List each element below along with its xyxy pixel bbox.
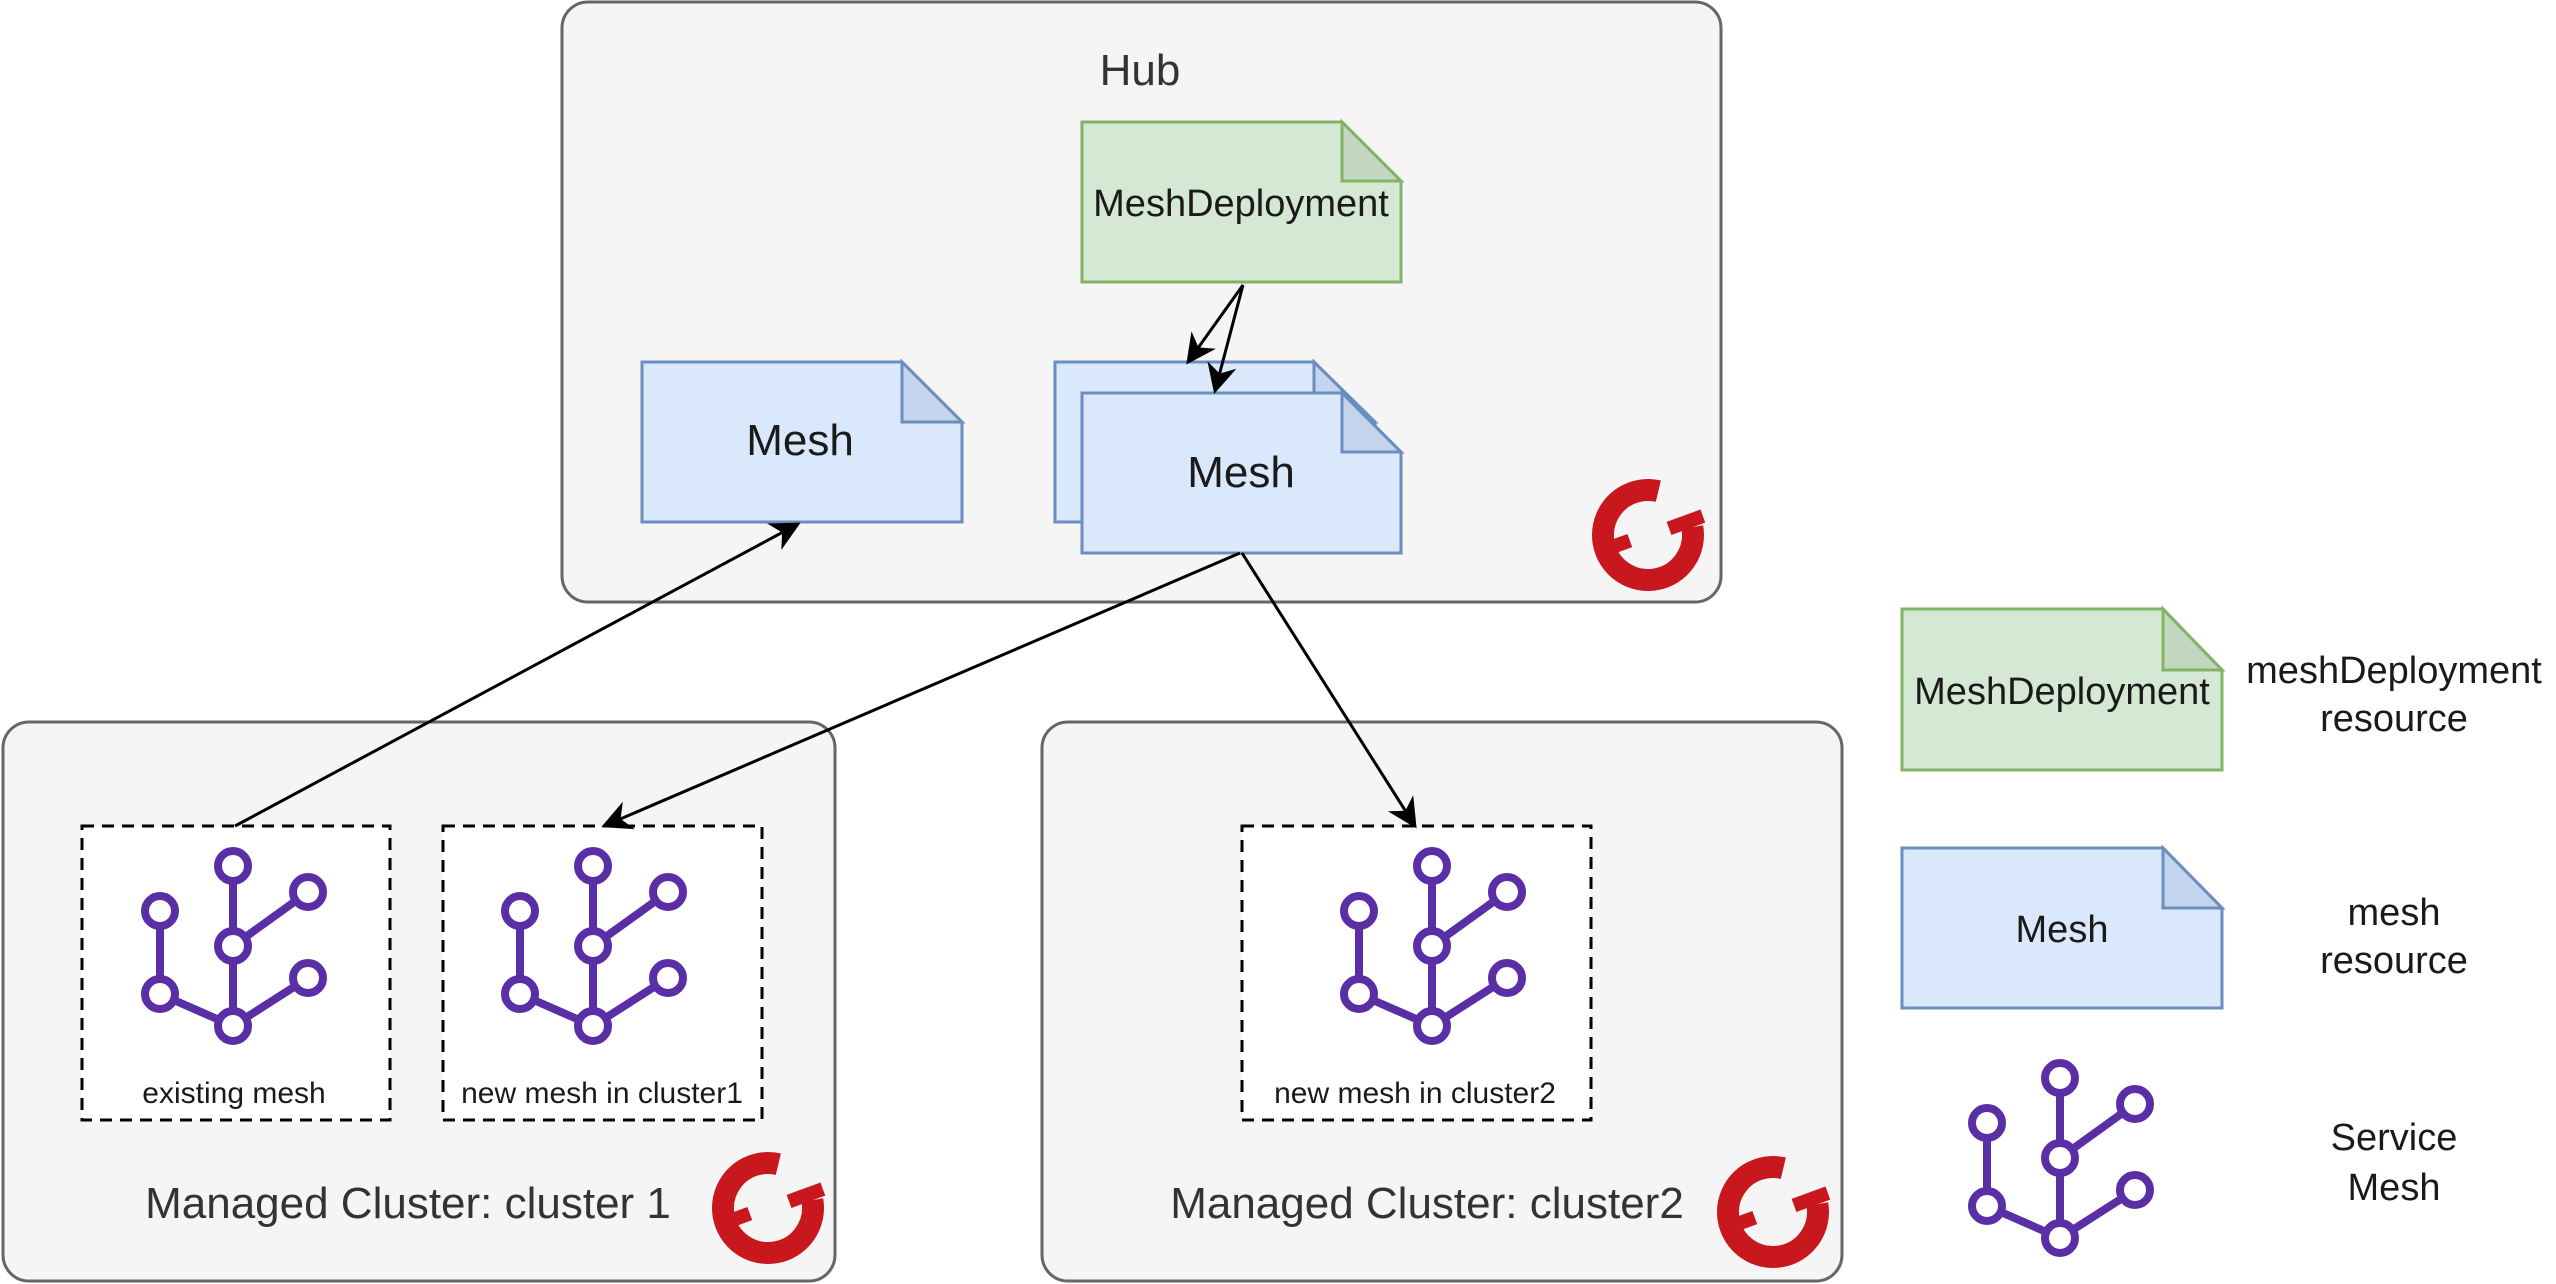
arrow-hub-mesh-to-cluster1 bbox=[601, 551, 1241, 830]
legend-mesh-desc-line1: mesh bbox=[2348, 892, 2441, 934]
cluster2-container: Managed Cluster: cluster2 new mesh in cl… bbox=[1040, 720, 1844, 1283]
existing-mesh-label: existing mesh bbox=[142, 1077, 325, 1110]
legend-mesh-desc-line2: resource bbox=[2320, 940, 2468, 982]
new-mesh-cluster1-label: new mesh in cluster1 bbox=[461, 1077, 743, 1110]
new-mesh-cluster1-box: new mesh in cluster1 bbox=[441, 824, 764, 1122]
legend-deployment-desc-line1: meshDeployment bbox=[2246, 650, 2542, 692]
legend-mesh-doc: Mesh bbox=[1900, 844, 2226, 1010]
hub-title: Hub bbox=[1100, 46, 1181, 95]
existing-mesh-box: existing mesh bbox=[80, 824, 392, 1122]
arrow-deployment-to-mesh-back bbox=[1186, 284, 1245, 365]
service-mesh-icon bbox=[1972, 1063, 2150, 1253]
connector-arrows bbox=[234, 284, 1417, 830]
cluster2-title: Managed Cluster: cluster2 bbox=[1170, 1179, 1684, 1228]
mesh-resource-left: Mesh bbox=[640, 358, 966, 524]
arrow-existing-mesh-to-hub-mesh bbox=[234, 522, 801, 828]
mesh-deployment-resource: MeshDeployment bbox=[1080, 118, 1405, 284]
legend-deployment-label: MeshDeployment bbox=[1914, 671, 2210, 713]
legend-service-mesh-line1: Service bbox=[2331, 1117, 2458, 1159]
cluster1-title: Managed Cluster: cluster 1 bbox=[145, 1179, 671, 1228]
legend-service-mesh-line2: Mesh bbox=[2348, 1167, 2441, 1209]
mesh-deployment-label: MeshDeployment bbox=[1093, 183, 1389, 225]
cluster1-container: Managed Cluster: cluster 1 existing mesh… bbox=[1, 720, 837, 1283]
arrow-hub-mesh-to-cluster2 bbox=[1240, 552, 1417, 829]
new-mesh-cluster2-box: new mesh in cluster2 bbox=[1240, 824, 1593, 1122]
arrow-deployment-to-mesh-front bbox=[1207, 284, 1245, 394]
mesh-left-label: Mesh bbox=[746, 416, 854, 465]
mesh-resource-stack: Mesh bbox=[1053, 358, 1405, 555]
legend-mesh-deployment-doc: MeshDeployment bbox=[1900, 605, 2226, 772]
legend-mesh-label: Mesh bbox=[2016, 909, 2109, 951]
mesh-right-label: Mesh bbox=[1187, 448, 1295, 497]
legend: MeshDeployment meshDeployment resource M… bbox=[1900, 605, 2542, 1253]
new-mesh-cluster2-label: new mesh in cluster2 bbox=[1274, 1077, 1556, 1110]
legend-deployment-desc-line2: resource bbox=[2320, 698, 2468, 740]
